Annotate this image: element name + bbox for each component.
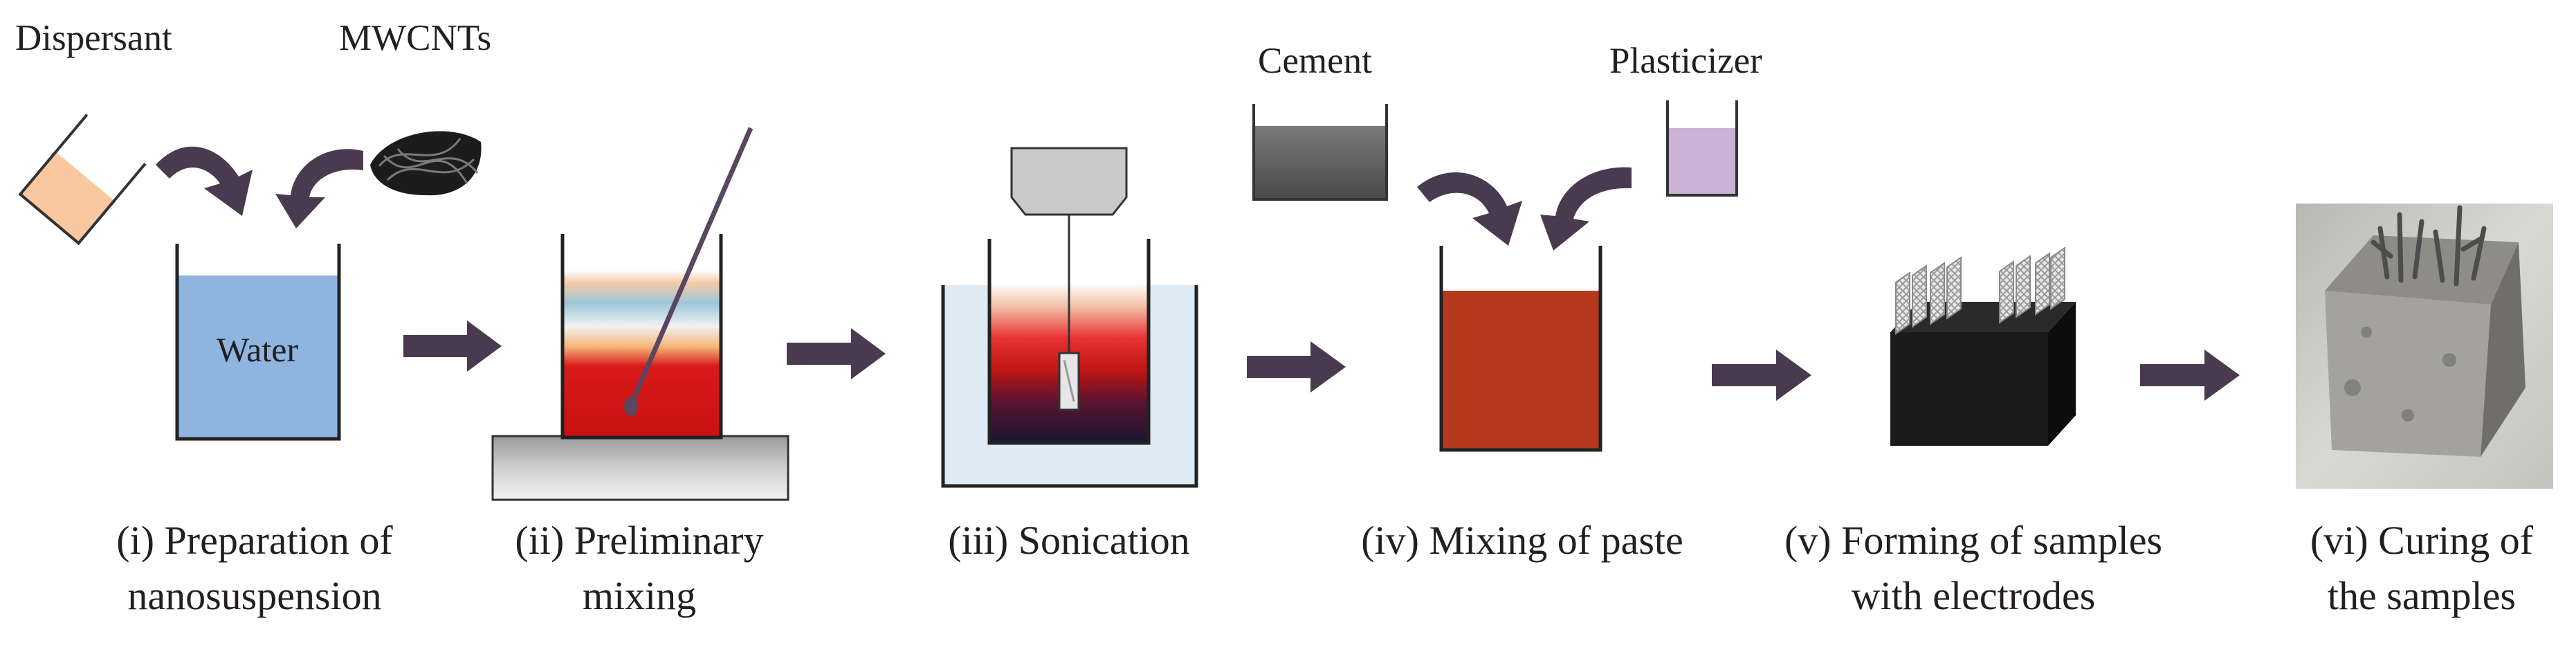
prelim-mix-fill: [564, 270, 720, 436]
electrode-icon: [1930, 256, 1962, 325]
water-beaker: [175, 244, 341, 441]
step-caption-line1: (ii) Preliminary: [515, 518, 763, 563]
process-arrow-icon: [403, 321, 502, 372]
step-caption: (i) Preparation of nanosuspension: [116, 518, 393, 618]
step-caption-line1: (iv) Mixing of paste: [1361, 518, 1683, 563]
prelim-beaker: [560, 234, 723, 440]
process-arrow-icon: [1247, 341, 1346, 392]
stirrer-base: [491, 435, 789, 501]
step-caption-line1: (v) Forming of samples: [1784, 518, 2162, 563]
electrode-icon: [2035, 246, 2065, 316]
curved-arrow-icon: [275, 149, 363, 228]
cured-sample-photo: [2296, 204, 2553, 489]
sonic-beaker: [987, 239, 1151, 445]
step-caption: (v) Forming of samples with electrodes: [1784, 518, 2162, 618]
electrode-icon: [1895, 264, 1927, 335]
dispersant-label: Dispersant: [15, 18, 172, 58]
sonicator-head: [1010, 147, 1128, 216]
curved-arrow-icon: [1540, 167, 1632, 251]
stirring-rod: [628, 127, 753, 406]
step-caption-line2: with electrodes: [1852, 573, 2096, 618]
step-caption: (ii) Preliminary mixing: [515, 518, 763, 618]
step-caption: (iv) Mixing of paste: [1361, 518, 1683, 563]
sonication-bath: [941, 285, 1198, 488]
mwcnt-ball-icon: [370, 131, 482, 196]
electrode-icon: [1999, 255, 2031, 324]
cement-fill: [1255, 126, 1385, 198]
step-caption-line1: (vi) Curing of: [2310, 518, 2534, 563]
process-arrow-icon: [1712, 350, 1811, 401]
step-1-illustration: Water: [18, 114, 482, 441]
probe-highlight: [1063, 359, 1075, 402]
step-caption: (vi) Curing of the samples: [2310, 518, 2534, 618]
stirring-rod-tip: [624, 397, 638, 416]
plasticizer-fill: [1669, 128, 1735, 194]
step-4-illustration: [1252, 100, 1738, 452]
plasticizer-container: [1666, 100, 1738, 197]
step-caption: (iii) Sonication: [948, 518, 1190, 563]
curved-arrow-icon: [1417, 172, 1522, 246]
dispersant-beaker: [18, 114, 147, 246]
step-caption-line2: nanosuspension: [127, 573, 381, 618]
step-caption-line1: (i) Preparation of: [116, 518, 393, 563]
sample-front-face: [1890, 332, 2048, 446]
step-caption-line2: mixing: [583, 573, 696, 618]
cement-label: Cement: [1258, 41, 1372, 81]
curved-arrow-icon: [156, 146, 253, 216]
step-2-illustration: [491, 127, 789, 501]
sample-side-face: [2048, 302, 2076, 446]
cement-container: [1252, 104, 1388, 201]
process-arrow-icon: [787, 328, 886, 379]
water-label: Water: [217, 330, 298, 369]
step-caption-line2: the samples: [2328, 573, 2516, 618]
process-arrow-icon: [2140, 350, 2240, 401]
step-5-illustration: [1890, 246, 2076, 446]
paste-fill: [1443, 291, 1599, 449]
mwcnts-label: MWCNTs: [339, 18, 491, 58]
plasticizer-label: Plasticizer: [1609, 41, 1762, 81]
paste-beaker: [1439, 246, 1602, 452]
step-caption-line1: (iii) Sonication: [948, 518, 1190, 563]
step-3-illustration: [941, 147, 1198, 488]
water-fill: [179, 276, 338, 437]
